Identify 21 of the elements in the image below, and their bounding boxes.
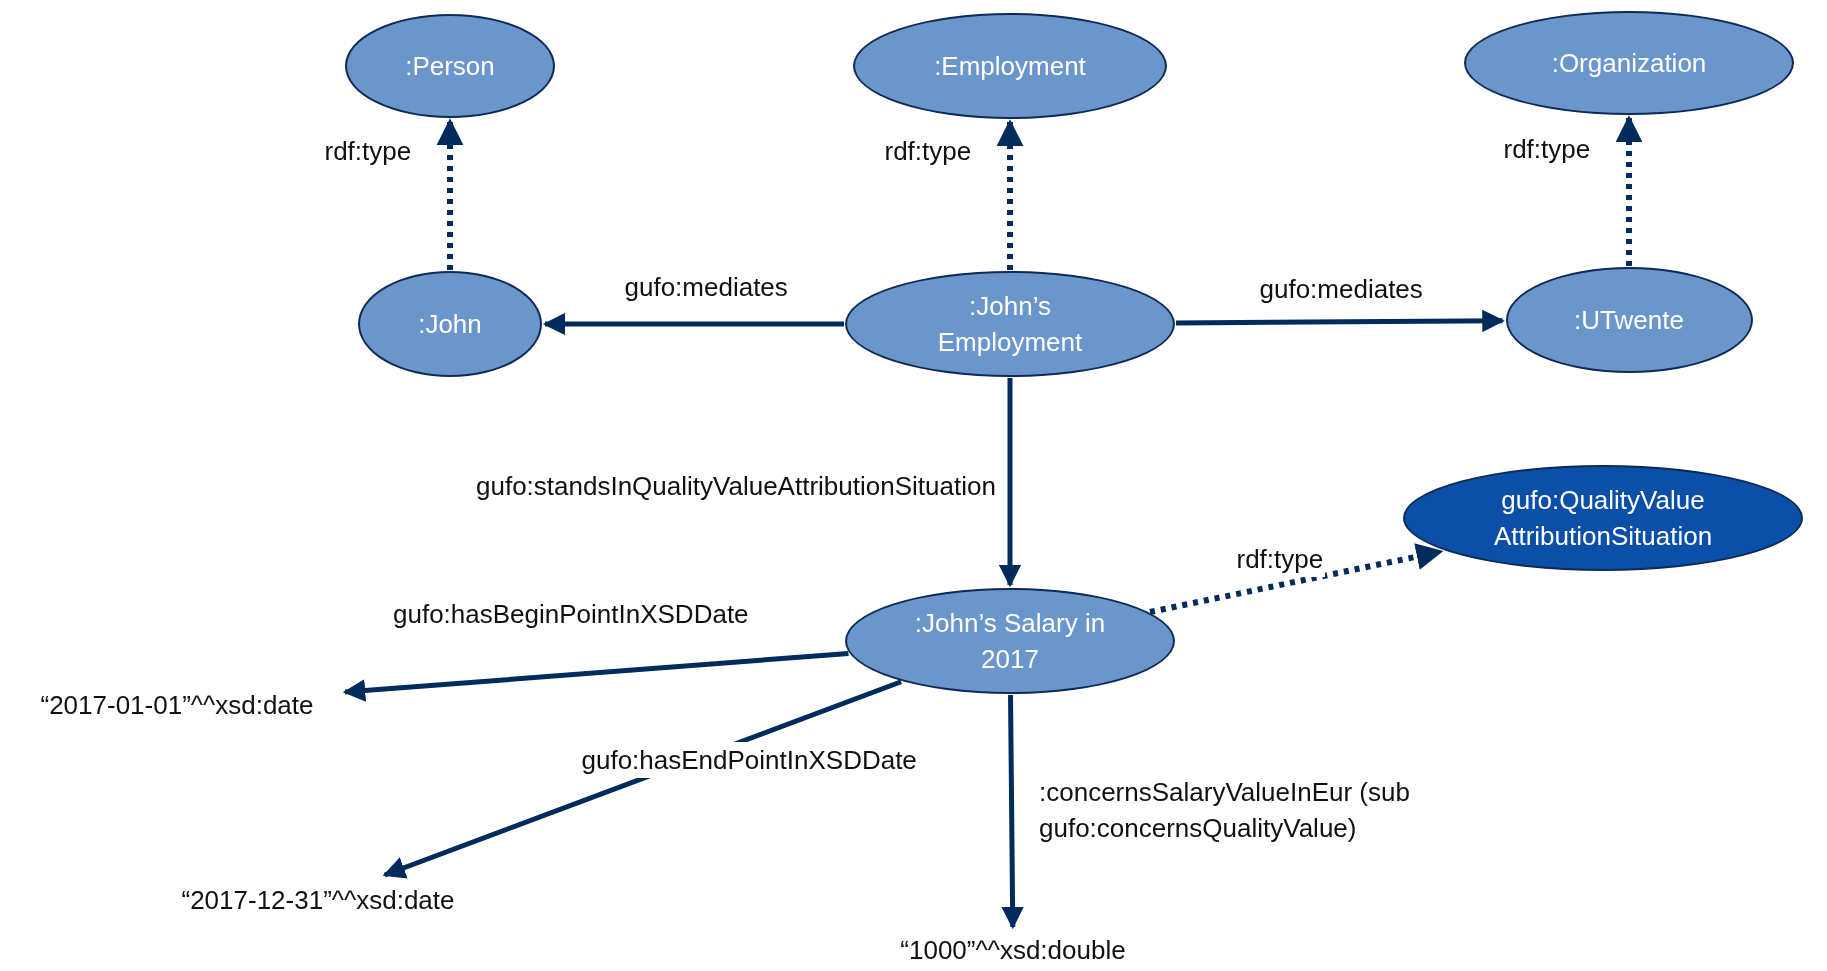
node-label: :Person xyxy=(405,49,495,83)
node-label: :Organization xyxy=(1551,46,1707,80)
dotted-arrow xyxy=(996,119,1024,270)
node-label: :UTwente xyxy=(1574,303,1684,337)
arrow xyxy=(542,312,844,336)
arrow xyxy=(998,378,1022,588)
literal-value: “2017-12-31”^^xsd:date xyxy=(153,878,483,922)
edge-label: gufo:hasEndPointInXSDDate xyxy=(579,742,919,779)
arrow xyxy=(1175,309,1505,333)
dotted-arrow xyxy=(436,118,464,270)
arrow xyxy=(342,650,849,702)
node-label: :John’s Salary in 2017 xyxy=(913,606,1107,676)
literal-value: “1000”^^xsd:double xyxy=(868,930,1158,970)
dotted-arrow xyxy=(1149,543,1444,615)
node-label: :Employment xyxy=(934,49,1086,83)
literal-value: “2017-01-01”^^xsd:date xyxy=(12,683,342,727)
arrow xyxy=(1001,694,1024,930)
node-label: :John xyxy=(418,307,482,341)
dotted-arrow xyxy=(1615,115,1643,266)
node-label: gufo:QualityValue AttributionSituation xyxy=(1492,483,1714,553)
node-label: :John’s Employment xyxy=(936,289,1084,359)
